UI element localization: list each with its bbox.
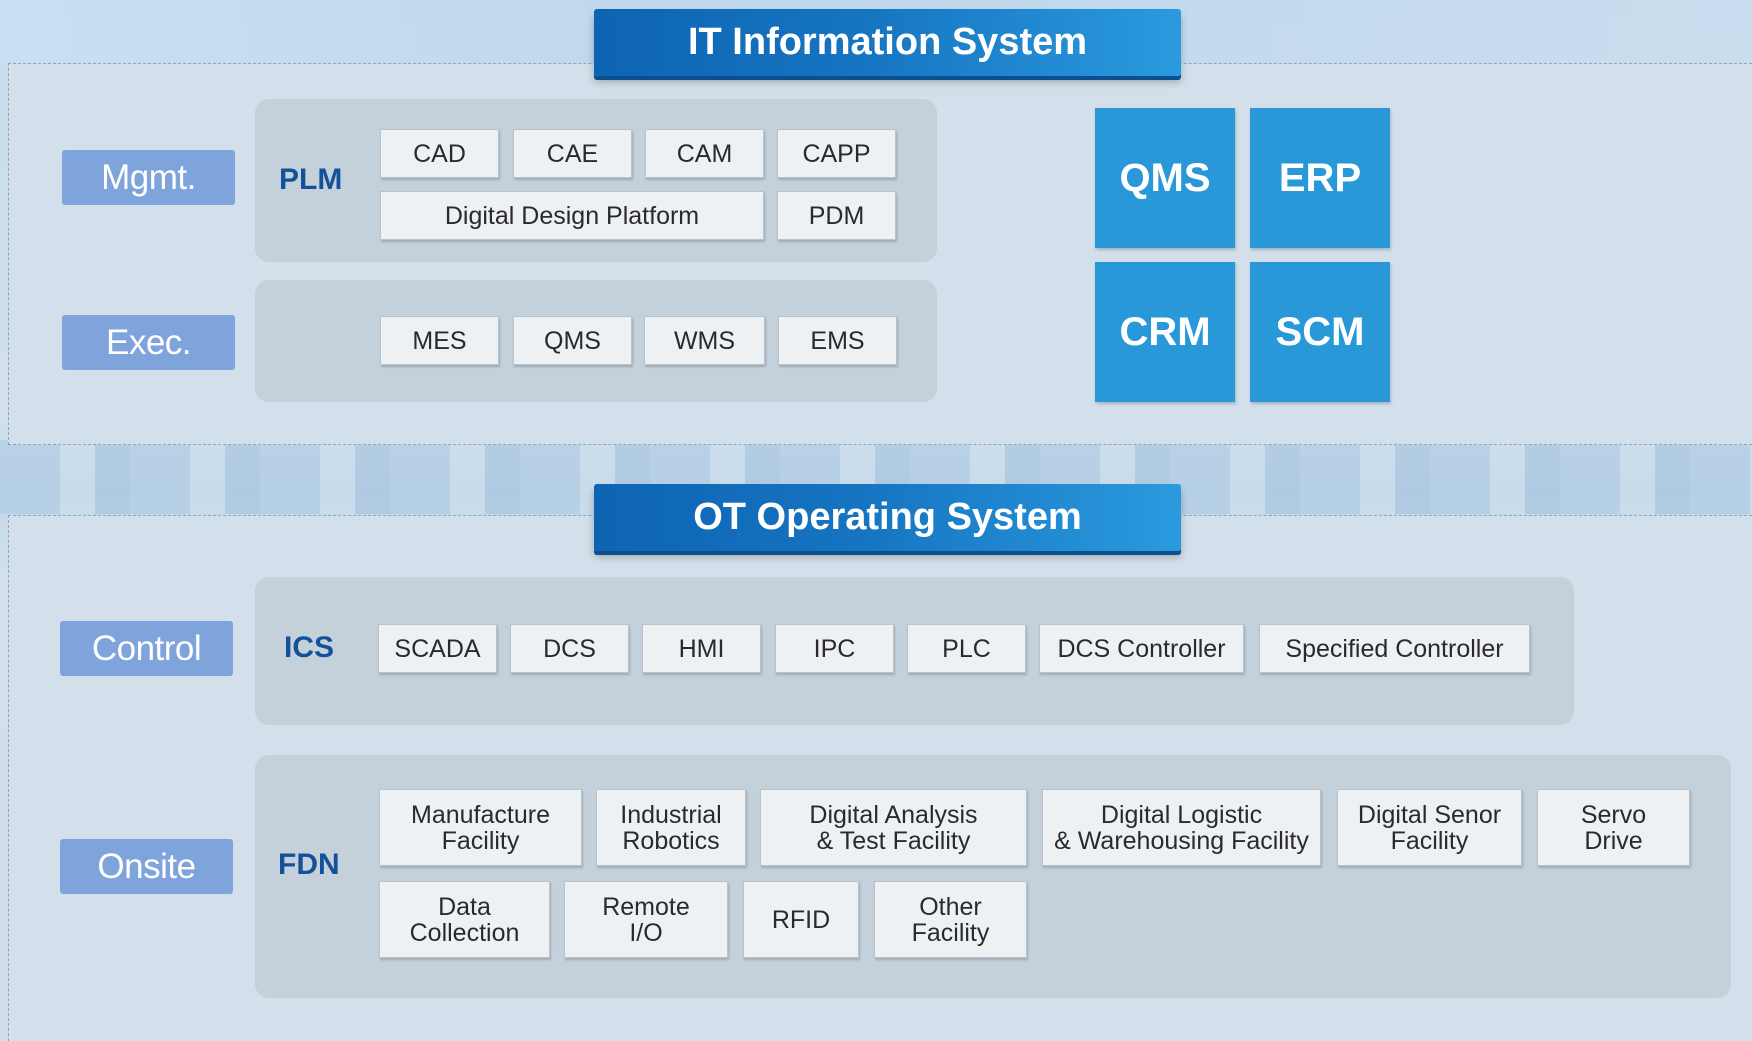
it-section-title: IT Information System	[594, 9, 1181, 76]
qms-exec-module: QMS	[513, 316, 632, 365]
wms-module: WMS	[644, 316, 765, 365]
plm-group-label: PLM	[279, 163, 343, 196]
hmi-module: HMI	[642, 624, 761, 673]
mgmt-layer-label: Mgmt.	[62, 150, 235, 205]
qms-block: QMS	[1095, 108, 1235, 248]
digital-logistic-warehousing-module: Digital Logistic& Warehousing Facility	[1042, 789, 1321, 866]
mes-module: MES	[380, 316, 499, 365]
crm-block: CRM	[1095, 262, 1235, 402]
digital-design-platform-module: Digital Design Platform	[380, 191, 764, 240]
digital-analysis-test-facility-module: Digital Analysis& Test Facility	[760, 789, 1027, 866]
exec-layer-label: Exec.	[62, 315, 235, 370]
plc-module: PLC	[907, 624, 1026, 673]
cam-module: CAM	[645, 129, 764, 178]
pdm-module: PDM	[777, 191, 896, 240]
cad-module: CAD	[380, 129, 499, 178]
fdn-group-label: FDN	[278, 848, 340, 881]
specified-controller-module: Specified Controller	[1259, 624, 1530, 673]
ipc-module: IPC	[775, 624, 894, 673]
scm-block: SCM	[1250, 262, 1390, 402]
erp-block: ERP	[1250, 108, 1390, 248]
digital-logistic-text: Digital Logistic& Warehousing Facility	[1054, 800, 1309, 855]
ics-group-label: ICS	[284, 631, 335, 664]
scada-module: SCADA	[378, 624, 497, 673]
dcs-module: DCS	[510, 624, 629, 673]
digital-analysis-text: Digital Analysis& Test Facility	[809, 800, 978, 855]
ot-section-title: OT Operating System	[594, 484, 1181, 551]
dcs-controller-module: DCS Controller	[1039, 624, 1244, 673]
control-layer-label: Control	[60, 621, 233, 676]
cae-module: CAE	[513, 129, 632, 178]
onsite-layer-label: Onsite	[60, 839, 233, 894]
capp-module: CAPP	[777, 129, 896, 178]
ems-module: EMS	[778, 316, 897, 365]
rfid-module: RFID	[743, 881, 859, 958]
